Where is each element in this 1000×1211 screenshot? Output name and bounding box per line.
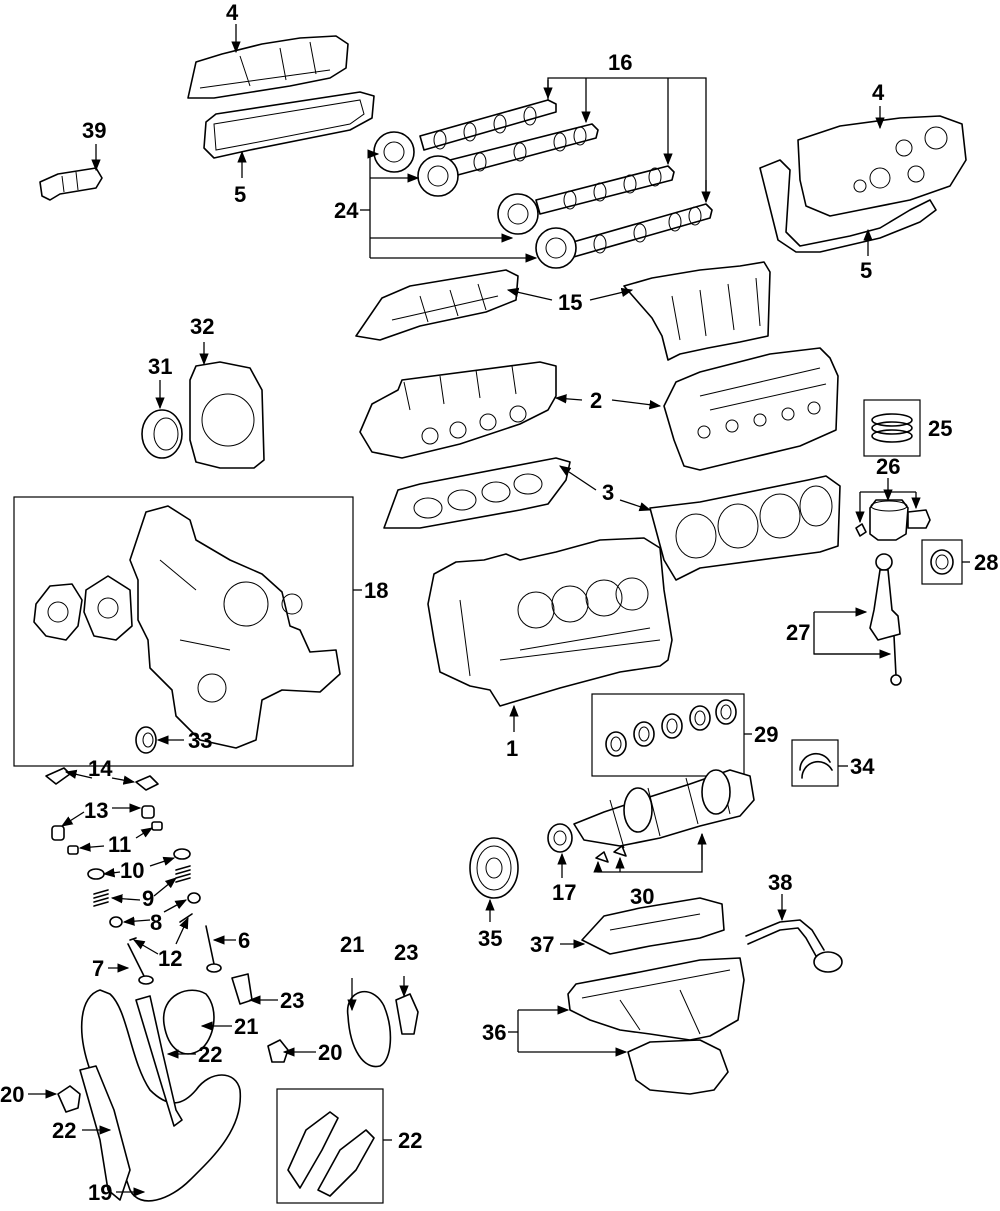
callout-22-upper: 22 <box>198 1042 222 1067</box>
rear-main-seal <box>141 409 183 459</box>
callout-26: 26 <box>876 454 900 479</box>
chain-tensioner-lower <box>267 1039 289 1063</box>
callout-27: 27 <box>786 620 810 645</box>
callout-21-left: 21 <box>234 1014 258 1039</box>
callout-22-left: 22 <box>52 1118 76 1143</box>
valves <box>127 925 222 985</box>
callout-30: 30 <box>630 884 654 909</box>
callout-13: 13 <box>84 798 108 823</box>
valve-springs <box>93 865 191 907</box>
chain-tensioner-left <box>57 1085 81 1113</box>
crankshaft-pulley <box>469 837 519 899</box>
water-pump <box>33 575 133 641</box>
callout-34: 34 <box>850 754 875 779</box>
callout-29: 29 <box>754 722 778 747</box>
piston-rings <box>871 413 913 443</box>
callout-9: 9 <box>142 886 154 911</box>
callout-22-box: 22 <box>398 1128 422 1153</box>
callout-12: 12 <box>158 946 182 971</box>
callout-28: 28 <box>974 550 998 575</box>
callout-16: 16 <box>608 50 632 75</box>
crankshaft-gear <box>547 823 573 853</box>
lash-adjusters <box>51 805 155 841</box>
thrust-washers <box>799 752 833 779</box>
piston-rings-box <box>863 399 921 457</box>
callout-21-right: 21 <box>340 932 364 957</box>
callout-15: 15 <box>558 290 582 315</box>
callout-33: 33 <box>188 728 212 753</box>
valve-keepers <box>67 821 163 855</box>
valve-seals <box>109 892 201 928</box>
chain-guides-box <box>276 1088 384 1204</box>
callout-14: 14 <box>88 756 113 781</box>
chain-guide-right <box>135 995 183 1127</box>
valve-cover-gasket-left <box>203 91 375 159</box>
callout-2: 2 <box>590 388 602 413</box>
thrust-washer-box <box>791 739 839 787</box>
callout-7: 7 <box>92 956 104 981</box>
head-gasket-left <box>383 457 571 529</box>
callout-5-left: 5 <box>234 182 246 207</box>
main-bearings <box>605 699 737 757</box>
callout-19: 19 <box>88 1180 112 1205</box>
chain-guides <box>287 1111 375 1197</box>
chain-tensioner-mid <box>231 973 253 1005</box>
callout-6: 6 <box>238 928 250 953</box>
callout-25: 25 <box>928 416 952 441</box>
camshafts <box>419 99 713 259</box>
cylinder-head-cover-plate-right <box>623 261 771 361</box>
cylinder-head-left <box>359 361 557 459</box>
leader-lines <box>28 24 970 1197</box>
main-bearings-box <box>591 693 745 777</box>
callout-23-right: 23 <box>394 940 418 965</box>
callout-3: 3 <box>602 480 614 505</box>
oil-pickup-tube <box>745 919 843 973</box>
callout-8: 8 <box>150 910 162 935</box>
head-gasket-right <box>649 475 841 581</box>
timing-cover-kit-box <box>13 496 354 767</box>
callout-20-left: 20 <box>0 1082 24 1107</box>
callout-38: 38 <box>768 870 792 895</box>
cylinder-head-cover-plate-left <box>355 269 519 341</box>
oil-pan-baffle <box>581 897 725 955</box>
callout-36: 36 <box>482 1020 506 1045</box>
camshaft-timing-gears <box>373 131 577 269</box>
callout-24: 24 <box>334 198 359 223</box>
callout-32: 32 <box>190 314 214 339</box>
callout-37: 37 <box>530 932 554 957</box>
callout-4-right: 4 <box>872 80 885 105</box>
callout-20-mid: 20 <box>318 1040 342 1065</box>
rear-seal-retainer <box>189 361 265 469</box>
oil-pan <box>567 957 745 1095</box>
front-crank-seal <box>135 726 157 754</box>
crankshaft <box>573 769 755 863</box>
callout-17: 17 <box>552 880 576 905</box>
valve-cover-left <box>187 35 349 99</box>
connecting-rod <box>869 553 902 686</box>
cylinder-head-right <box>663 347 839 471</box>
callout-23-left: 23 <box>280 988 304 1013</box>
callout-35: 35 <box>478 926 502 951</box>
callout-31: 31 <box>148 354 172 379</box>
piston <box>855 499 931 541</box>
oil-control-valve <box>39 167 103 201</box>
callout-18: 18 <box>364 578 388 603</box>
chain-tensioner-right <box>395 993 419 1035</box>
callout-5-right: 5 <box>860 258 872 283</box>
callout-4-left: 4 <box>226 0 239 25</box>
secondary-chain-right <box>346 990 392 1068</box>
callout-11: 11 <box>108 832 131 857</box>
valve-cover-right <box>759 115 967 253</box>
timing-cover <box>129 505 341 749</box>
callout-10: 10 <box>120 858 144 883</box>
engine-block <box>427 537 673 707</box>
callout-1: 1 <box>506 736 518 761</box>
callout-39: 39 <box>82 118 106 143</box>
rod-bearing <box>930 549 954 575</box>
